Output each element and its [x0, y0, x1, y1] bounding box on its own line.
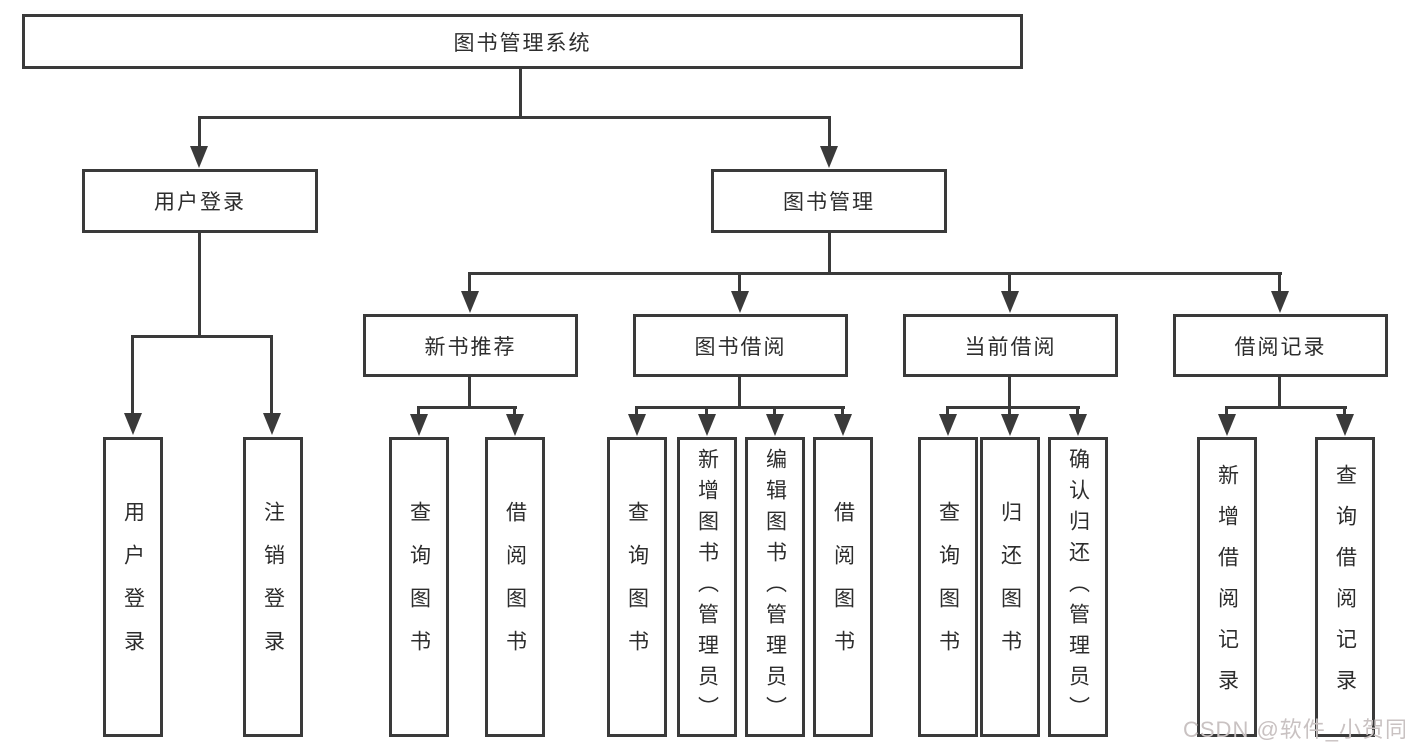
arrowhead-rc-query-icon: [1336, 414, 1354, 436]
connector-stem-leaf-user-login: [131, 335, 134, 415]
connector-user-login-stem: [198, 233, 201, 337]
leaf-current-return-books: 归还图书: [980, 437, 1040, 737]
connector-stem-cb-query: [946, 406, 949, 416]
connector-current-stem: [1008, 377, 1011, 408]
leaf-logout: 注销登录: [243, 437, 303, 737]
connector-stem-bw-add: [705, 406, 708, 416]
arrowhead-bw-add-icon: [698, 414, 716, 436]
node-label: 用户登录: [154, 191, 246, 214]
arrowhead-leaf-logout-icon: [263, 413, 281, 435]
leaf-current-confirm-return-admin: 确认归还（管理员）: [1048, 437, 1108, 737]
node-label: 图书管理系统: [453, 31, 592, 55]
leaf-borrow-add-books-admin: 新增图书（管理员）: [677, 437, 737, 737]
leaf-label: 注销登录: [261, 501, 285, 673]
connector-stem-cb-return: [1008, 406, 1011, 416]
node-current-borrow: 当前借阅: [903, 314, 1118, 377]
connector-stem-leaf-logout: [270, 335, 273, 415]
csdn-watermark: CSDN @软件_小贺同学: [1183, 717, 1405, 742]
node-root-library-system: 图书管理系统: [22, 14, 1023, 69]
connector-stem-records: [1278, 272, 1281, 292]
connector-stem-cb-confirm: [1076, 406, 1079, 416]
node-borrow-records: 借阅记录: [1173, 314, 1388, 377]
leaf-label: 归还图书: [998, 501, 1022, 673]
arrowhead-user-login-icon: [190, 146, 208, 168]
arrowhead-current-icon: [1001, 291, 1019, 313]
arrowhead-bw-query-icon: [628, 414, 646, 436]
leaf-borrow-borrow-books: 借阅图书: [813, 437, 873, 737]
leaf-label: 查询图书: [936, 501, 960, 673]
leaf-label: 借阅图书: [831, 501, 855, 673]
leaf-label: 确认归还（管理员）: [1066, 447, 1090, 727]
arrowhead-cb-return-icon: [1001, 414, 1019, 436]
node-user-login: 用户登录: [82, 169, 318, 233]
connector-level3-rail: [468, 272, 1282, 275]
arrowhead-rc-add-icon: [1218, 414, 1236, 436]
connector-new-books-rail: [417, 406, 517, 409]
arrowhead-bw-edit-icon: [766, 414, 784, 436]
node-book-borrow: 图书借阅: [633, 314, 848, 377]
leaf-newbooks-query-books: 查询图书: [389, 437, 449, 737]
node-new-book-recommend: 新书推荐: [363, 314, 578, 377]
leaf-label: 用户登录: [121, 501, 145, 673]
connector-stem-user-login: [198, 117, 201, 149]
connector-stem-bw-edit: [773, 406, 776, 416]
connector-user-login-rail: [131, 335, 273, 338]
node-label: 图书借阅: [694, 335, 787, 359]
node-label: 图书管理: [783, 191, 875, 214]
connector-stem-nb-borrow: [513, 406, 516, 416]
leaf-borrow-query-books: 查询图书: [607, 437, 667, 737]
connector-current-rail: [946, 406, 1080, 409]
leaf-current-query-books: 查询图书: [918, 437, 978, 737]
arrowhead-book-mgmt-icon: [820, 146, 838, 168]
node-label: 新书推荐: [424, 335, 517, 359]
connector-stem-bw-query: [635, 406, 638, 416]
connector-level2-rail: [198, 116, 831, 119]
connector-book-mgmt-stem: [828, 233, 831, 275]
node-label: 当前借阅: [964, 335, 1057, 359]
leaf-label: 新增图书（管理员）: [695, 447, 719, 727]
arrowhead-nb-borrow-icon: [506, 414, 524, 436]
arrowhead-nb-query-icon: [410, 414, 428, 436]
leaf-label: 借阅图书: [503, 501, 527, 673]
connector-stem-nb-query: [417, 406, 420, 416]
connector-stem-book-mgmt: [828, 117, 831, 149]
arrowhead-cb-confirm-icon: [1069, 414, 1087, 436]
leaf-user-login: 用户登录: [103, 437, 163, 737]
leaf-label: 编辑图书（管理员）: [763, 447, 787, 727]
connector-records-stem: [1278, 377, 1281, 408]
leaf-records-add-record: 新增借阅记录: [1197, 437, 1257, 737]
leaf-label: 查询图书: [407, 501, 431, 673]
arrowhead-borrow-icon: [731, 291, 749, 313]
connector-borrow-stem: [738, 377, 741, 408]
node-book-management: 图书管理: [711, 169, 947, 233]
connector-borrow-rail: [635, 406, 845, 409]
connector-stem-bw-borrow: [841, 406, 844, 416]
arrowhead-records-icon: [1271, 291, 1289, 313]
connector-stem-new-books: [468, 272, 471, 292]
arrowhead-cb-query-icon: [939, 414, 957, 436]
connector-stem-rc-query: [1343, 406, 1346, 416]
connector-stem-borrow: [738, 272, 741, 292]
arrowhead-bw-borrow-icon: [834, 414, 852, 436]
connector-stem-current: [1008, 272, 1011, 292]
connector-root-stem: [519, 69, 522, 117]
leaf-records-query-record: 查询借阅记录: [1315, 437, 1375, 737]
leaf-label: 查询图书: [625, 501, 649, 673]
leaf-label: 查询借阅记录: [1333, 464, 1357, 710]
node-label: 借阅记录: [1234, 335, 1327, 359]
connector-new-books-stem: [468, 377, 471, 408]
arrowhead-leaf-user-login-icon: [124, 413, 142, 435]
leaf-borrow-edit-books-admin: 编辑图书（管理员）: [745, 437, 805, 737]
connector-stem-rc-add: [1225, 406, 1228, 416]
arrowhead-new-books-icon: [461, 291, 479, 313]
leaf-label: 新增借阅记录: [1215, 464, 1239, 710]
connector-records-rail: [1225, 406, 1347, 409]
leaf-newbooks-borrow-books: 借阅图书: [485, 437, 545, 737]
